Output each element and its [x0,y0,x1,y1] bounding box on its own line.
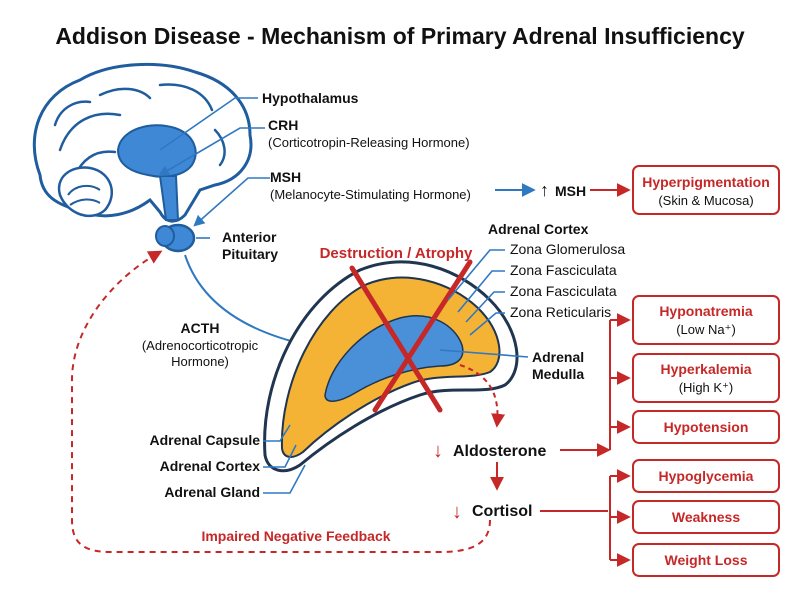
acth-full-label-2: Hormone) [171,354,229,369]
hypoglycemia-title: Hypoglycemia [659,468,754,484]
cortisol-down-arrow: ↓ [452,501,462,523]
zone-label-1: Zona Glomerulosa [510,241,625,257]
hypoglycemia-box [632,459,780,493]
adrenal-gland-illustration [263,259,519,473]
zone-label-2: Zona Fasciculata [510,262,617,278]
adrenal-cortex-heading: Adrenal Cortex [488,221,589,237]
msh-up-arrow: ↑ [540,180,549,200]
aldosterone-down-arrow: ↓ [433,440,443,462]
crh-full-label: (Corticotropin-Releasing Hormone) [268,135,470,150]
crh-label: CRH [268,117,298,133]
hyperpigmentation-sub: (Skin & Mucosa) [658,193,753,208]
hyponatremia-sub: (Low Na⁺) [676,322,736,337]
adrenal-medulla-label-2: Medulla [532,366,584,382]
zone-label-3: Zona Fasciculata [510,283,617,299]
msh-full-label: (Melanocyte-Stimulating Hormone) [270,187,471,202]
feedback-label: Impaired Negative Feedback [201,528,390,544]
hyperpigmentation-title: Hyperpigmentation [642,174,770,190]
brain-illustration [32,62,253,253]
hyperpigmentation-box [632,165,780,215]
aldosterone-label: Aldosterone [453,443,546,460]
weight-loss-box [632,543,780,577]
hyperkalemia-box [632,353,780,403]
acth-label: ACTH [181,320,220,336]
adrenal-capsule-label: Adrenal Capsule [150,432,261,448]
hyponatremia-title: Hyponatremia [659,303,753,319]
zone-label-4: Zona Reticularis [510,304,611,320]
hypotension-title: Hypotension [664,419,749,435]
adrenal-cortex-label: Adrenal Cortex [160,458,261,474]
hypothalamus-label: Hypothalamus [262,90,359,106]
anterior-pituitary-label-2: Pituitary [222,246,278,262]
anterior-pituitary-label-1: Anterior [222,229,277,245]
weight-loss-title: Weight Loss [665,552,748,568]
msh-label: MSH [270,169,301,185]
weakness-box [632,500,780,534]
diagram-title: Addison Disease - Mechanism of Primary A… [55,23,745,49]
cortisol-label: Cortisol [472,503,532,520]
destruction-label: Destruction / Atrophy [320,245,473,262]
acth-full-label-1: (Adrenocorticotropic [142,338,259,353]
msh-effect-label: MSH [555,183,586,199]
weakness-title: Weakness [672,509,740,525]
hypotension-box [632,410,780,444]
adrenal-gland-label: Adrenal Gland [164,484,260,500]
adrenal-medulla-label-1: Adrenal [532,349,584,365]
hyperkalemia-title: Hyperkalemia [660,361,751,377]
hyponatremia-box [632,295,780,345]
hyperkalemia-sub: (High K⁺) [679,380,734,395]
